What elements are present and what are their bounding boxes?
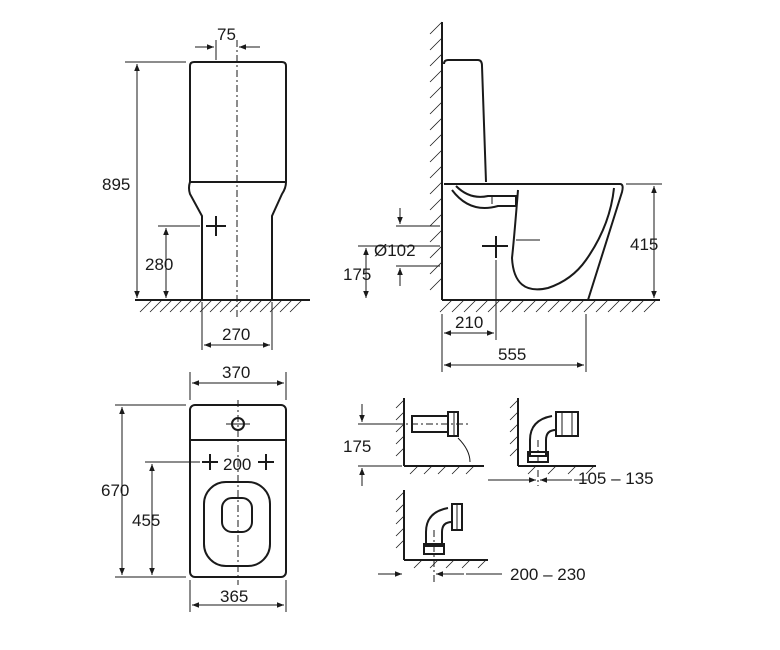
dim-top-base-width: 365: [220, 587, 248, 606]
dim-side-outlet-height: 175: [343, 265, 371, 284]
side-wall-hatch: [429, 21, 443, 291]
dim-top-fixing-depth: 455: [132, 511, 160, 530]
dim-front-inlet-height: 280: [145, 255, 173, 274]
side-floor-hatch: [439, 299, 657, 313]
side-cistern: [443, 59, 487, 183]
top-bowl-opening: [221, 497, 253, 533]
front-outline: [188, 61, 287, 301]
front-floor-hatch: [139, 299, 303, 313]
dim-side-outlet-diameter: Ø102: [374, 241, 416, 260]
dim-side-outlet-distance: 210: [455, 313, 483, 332]
dim-top-depth: 670: [101, 481, 129, 500]
outlet-variant-vertical: 105 – 135: [488, 398, 654, 488]
dim-variant-outlet-height: 175: [343, 437, 371, 456]
dim-side-depth: 555: [498, 345, 526, 364]
dim-top-fixing-spacing: 200: [223, 455, 251, 474]
top-view: 200 370 670 455 365: [101, 363, 287, 612]
side-bowl-outline: [444, 183, 624, 301]
dim-variant-range-b: 200 – 230: [510, 565, 586, 584]
outlet-variant-horizontal: 175: [343, 398, 484, 486]
dim-variant-range-a: 105 – 135: [578, 469, 654, 488]
dim-top-width: 370: [222, 363, 250, 382]
top-seat: [203, 481, 271, 567]
dim-front-height: 895: [102, 175, 130, 194]
front-view: 75 895 280 270: [102, 25, 310, 350]
side-trapway: [451, 185, 615, 291]
dim-side-bowl-height: 415: [630, 235, 658, 254]
dim-front-base-width: 270: [222, 325, 250, 344]
dim-front-top-offset: 75: [217, 25, 236, 44]
side-view: Ø102 175 415 210 555: [343, 21, 662, 372]
outlet-variant-long: 200 – 230: [378, 490, 586, 584]
